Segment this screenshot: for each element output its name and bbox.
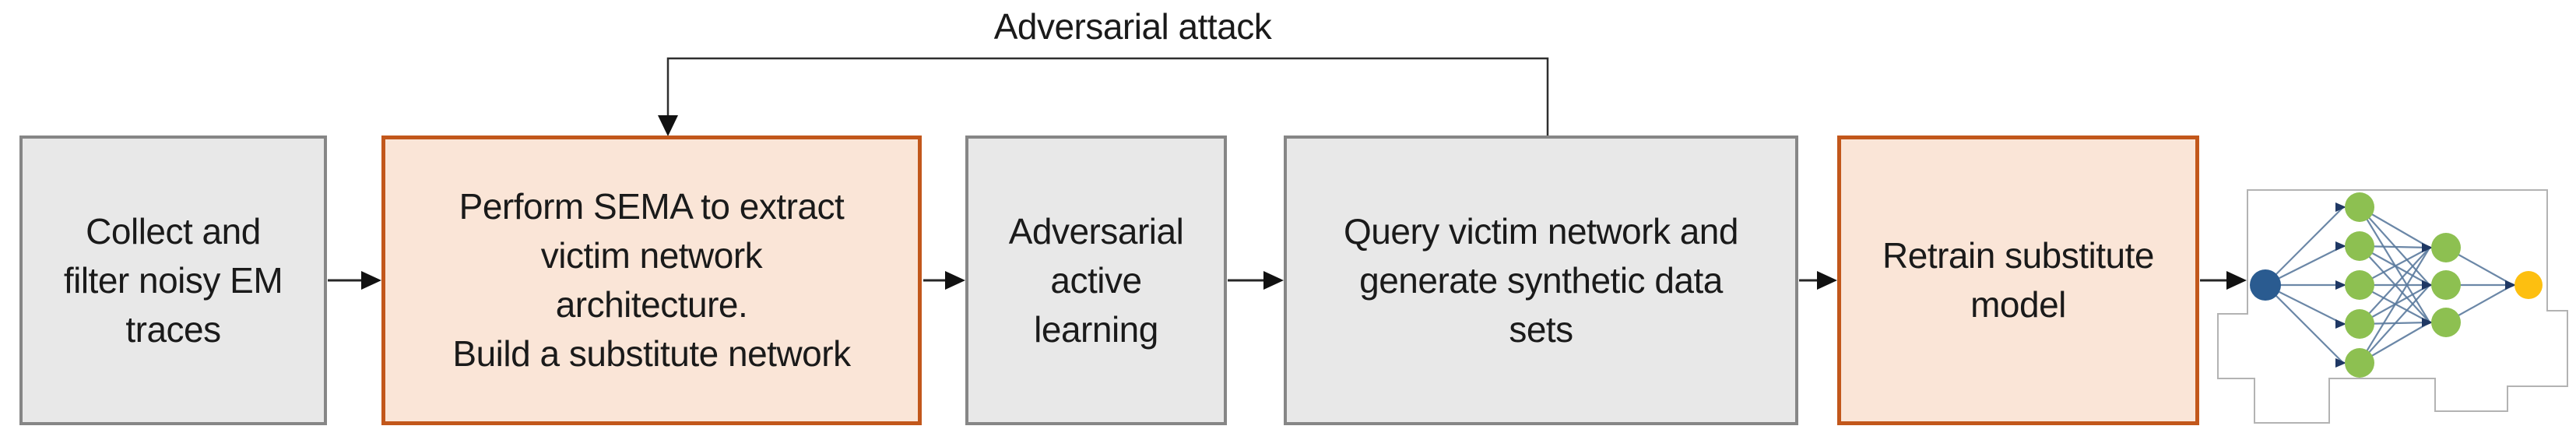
box-line: learning (1034, 308, 1158, 350)
box-line: Build a substitute network (452, 333, 851, 374)
flow-box-retrain-substitute-model: Retrain substitute model (1837, 136, 2199, 425)
box-line: Adversarial (1008, 210, 1184, 252)
box-line: Collect and (86, 210, 261, 252)
box-line: Perform SEMA to extract (459, 186, 845, 227)
neural-network-icon (2250, 192, 2543, 378)
flow-arrow-4 (1799, 271, 1837, 290)
flow-arrow-2 (923, 271, 965, 290)
box-line: architecture. (555, 284, 748, 325)
flow-box-query-victim-network: Query victim network and generate synthe… (1284, 136, 1798, 425)
box-line: victim network (540, 235, 763, 276)
box-line: generate synthetic data (1359, 259, 1723, 301)
box-line: Retrain substitute (1882, 235, 2154, 276)
flow-box-collect-traces: Collect and filter noisy EM traces (19, 136, 327, 425)
box-line: traces (125, 308, 221, 350)
box-line: Query victim network and (1344, 210, 1738, 252)
feedback-arrow (658, 57, 1549, 136)
box-line: model (1970, 284, 2066, 325)
box-line: sets (1509, 308, 1573, 350)
flow-arrow-5 (2200, 271, 2247, 290)
box-line: filter noisy EM (63, 259, 283, 301)
feedback-label: Adversarial attack (993, 6, 1272, 47)
stepped-outline (2217, 189, 2568, 424)
box-line: active (1050, 259, 1142, 301)
flow-arrow-1 (328, 271, 381, 290)
flow-box-perform-sema: Perform SEMA to extract victim network a… (381, 136, 922, 425)
flow-box-adversarial-active-learning: Adversarial active learning (965, 136, 1227, 425)
flow-arrow-3 (1228, 271, 1284, 290)
